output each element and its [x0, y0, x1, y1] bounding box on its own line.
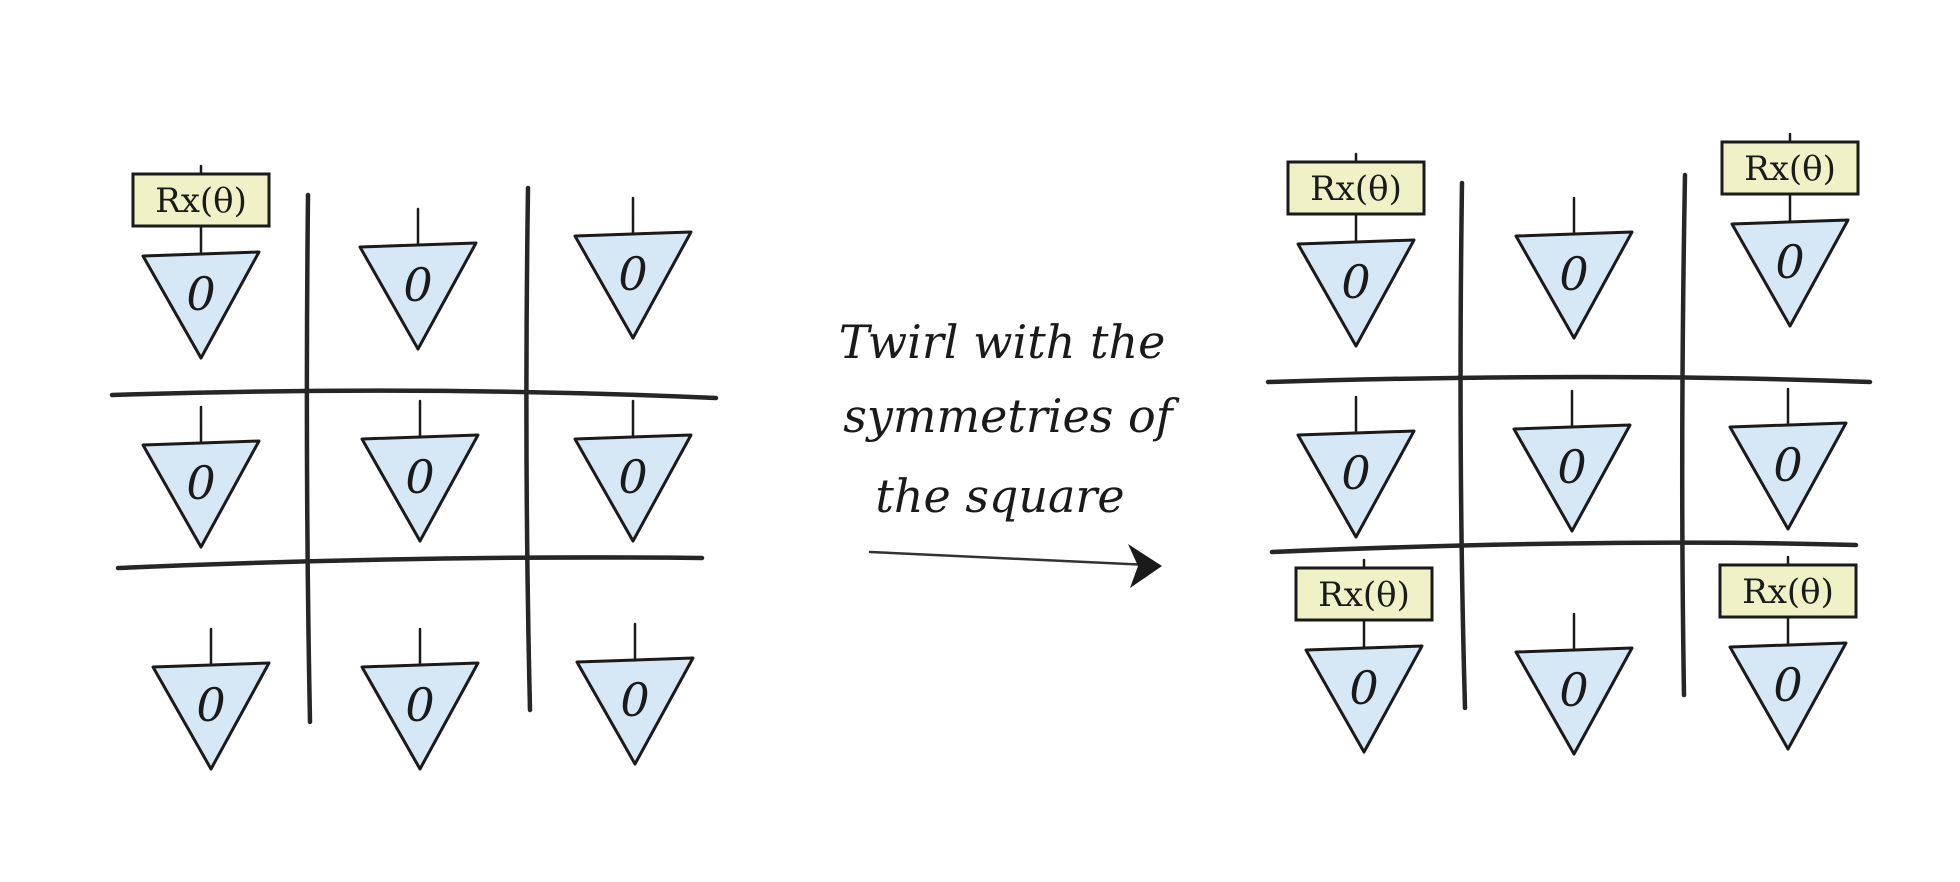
- qubit-triangle-icon: [1296, 429, 1416, 539]
- right-grid-hline-1: [1265, 374, 1873, 385]
- qubit-triangle-icon: [573, 230, 693, 340]
- rx-gate: Rx(θ): [1294, 558, 1434, 622]
- rx-gate-box: [1720, 140, 1860, 196]
- left-grid-vline-2: [524, 185, 533, 713]
- left-qubit-top-left: 0 Rx(θ): [131, 164, 271, 360]
- right-qubit-top-center: 0: [1514, 196, 1634, 340]
- qubit-triangle-icon: [1304, 644, 1424, 754]
- qubit-triangle-icon: [1296, 238, 1416, 348]
- qubit-state-label: 0: [186, 267, 215, 321]
- rx-gate-box: [131, 172, 271, 228]
- rx-gate-label: Rx(θ): [1310, 169, 1402, 209]
- qubit-triangle-icon: [141, 439, 261, 549]
- qubit-state-label: 0: [1773, 438, 1802, 492]
- rx-gate: Rx(θ): [1718, 555, 1858, 619]
- rx-gate-label: Rx(θ): [1742, 572, 1834, 612]
- qubit-state-label: 0: [1559, 663, 1588, 717]
- right-qubit-middle-center: 0: [1512, 389, 1632, 533]
- rx-gate-box: [1294, 566, 1434, 622]
- arrow-shaft: [868, 550, 1152, 567]
- left-qubit-middle-left: 0: [141, 405, 261, 549]
- qubit-state-label: 0: [1773, 658, 1802, 712]
- left-grid-hline-2: [115, 555, 705, 571]
- rx-gate-box: [1718, 563, 1858, 619]
- right-qubit-middle-right: 0: [1728, 387, 1848, 531]
- qubit-state-label: 0: [186, 456, 215, 510]
- qubit-triangle-icon: [141, 250, 261, 360]
- right-grid: [1265, 172, 1873, 711]
- arrow-head-icon: [1128, 544, 1162, 588]
- right-qubit-bottom-right: 0 Rx(θ): [1718, 555, 1858, 751]
- qubit-triangle-icon: [573, 433, 693, 543]
- qubit-state-label: 0: [1341, 446, 1370, 500]
- qubit-state-label: 0: [1559, 247, 1588, 301]
- left-qubit-top-center: 0: [358, 207, 478, 351]
- right-qubit-top-left: 0 Rx(θ): [1286, 152, 1426, 348]
- qubit-triangle-icon: [360, 433, 480, 543]
- qubit-triangle-icon: [1730, 218, 1850, 328]
- qubit-state-label: 0: [196, 678, 225, 732]
- left-qubit-middle-center: 0: [360, 399, 480, 543]
- right-qubit-top-right: 0 Rx(θ): [1720, 132, 1860, 328]
- transform-arrow: [868, 544, 1162, 588]
- qubit-state-label: 0: [618, 450, 647, 504]
- right-grid-vline-1: [1458, 180, 1468, 711]
- rx-gate: Rx(θ): [1720, 132, 1860, 196]
- right-qubit-middle-left: 0: [1296, 395, 1416, 539]
- rx-gate-label: Rx(θ): [155, 181, 247, 221]
- right-grid-vline-2: [1679, 172, 1688, 698]
- qubit-state-label: 0: [1341, 255, 1370, 309]
- qubit-state-label: 0: [1349, 661, 1378, 715]
- qubit-triangle-icon: [151, 661, 271, 771]
- left-grid-qubits: 0 Rx(θ) 0 0 0 0 0 0 0 0: [131, 164, 695, 771]
- right-grid-hline-2: [1269, 540, 1859, 555]
- qubit-triangle-icon: [1514, 646, 1634, 756]
- rx-gate: Rx(θ): [1286, 152, 1426, 216]
- rx-gate-label: Rx(θ): [1744, 149, 1836, 189]
- qubit-state-label: 0: [405, 450, 434, 504]
- qubit-state-label: 0: [618, 247, 647, 301]
- qubit-state-label: 0: [1775, 235, 1804, 289]
- qubit-triangle-icon: [1728, 421, 1848, 531]
- caption-line-1: Twirl with the: [839, 315, 1166, 369]
- caption: Twirl with the symmetries of the square: [839, 315, 1180, 523]
- left-grid: [109, 185, 719, 725]
- rx-gate-box: [1286, 160, 1426, 216]
- qubit-triangle-icon: [575, 656, 695, 766]
- right-qubit-bottom-left: 0 Rx(θ): [1294, 558, 1434, 754]
- left-qubit-middle-right: 0: [573, 399, 693, 543]
- qubit-triangle-icon: [358, 241, 478, 351]
- left-grid-vline-1: [304, 192, 313, 725]
- qubit-triangle-icon: [1728, 641, 1848, 751]
- qubit-triangle-icon: [360, 661, 480, 771]
- left-qubit-top-right: 0: [573, 196, 693, 340]
- qubit-state-label: 0: [403, 258, 432, 312]
- left-qubit-bottom-center: 0: [360, 627, 480, 771]
- left-qubit-bottom-left: 0: [151, 627, 271, 771]
- left-grid-hline-1: [109, 388, 719, 401]
- right-qubit-bottom-center: 0: [1514, 612, 1634, 756]
- qubit-state-label: 0: [620, 673, 649, 727]
- qubit-state-label: 0: [1557, 440, 1586, 494]
- qubit-triangle-icon: [1512, 423, 1632, 533]
- rx-gate-label: Rx(θ): [1318, 575, 1410, 615]
- left-qubit-bottom-right: 0: [575, 622, 695, 766]
- caption-line-3: the square: [875, 469, 1124, 523]
- qubit-state-label: 0: [405, 678, 434, 732]
- caption-line-2: symmetries of: [843, 389, 1179, 443]
- rx-gate: Rx(θ): [131, 164, 271, 228]
- qubit-triangle-icon: [1514, 230, 1634, 340]
